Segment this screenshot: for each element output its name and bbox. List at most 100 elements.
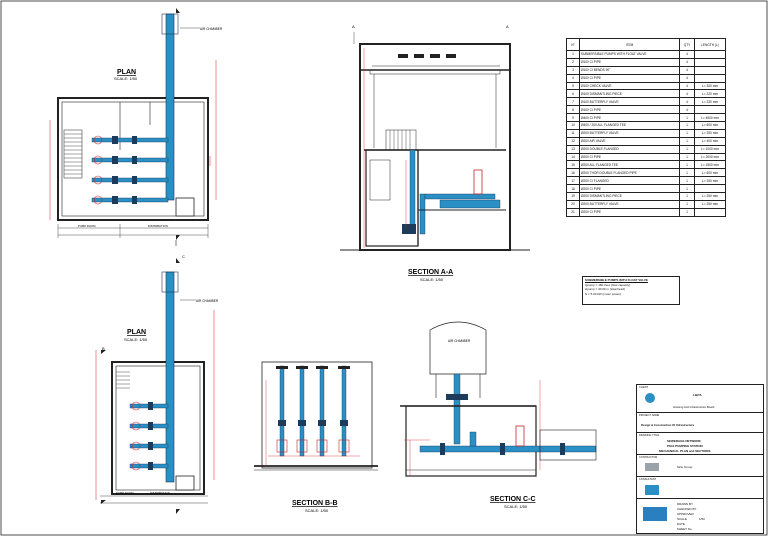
tb-approved-label: APPROVED	[677, 512, 694, 516]
room-label-distribution-top: DISTRIBUTION	[148, 224, 168, 228]
bom-cell-qty: 1	[679, 144, 695, 154]
pump-notes-box: SUBMERSIBLE PUMPS WITH FLOAT VALVE Qpump…	[582, 276, 680, 305]
tb-client-sub: Housing And Infrastructure Board	[673, 405, 715, 409]
tb-date-label: DATE	[677, 522, 685, 526]
bom-cell-no: 11	[566, 128, 580, 138]
tb-approval-row: DRAWN BY CHECKED BY APPROVED SCALE 1/50 …	[637, 499, 763, 535]
tb-contractor-label: CONTRACTOR	[639, 456, 658, 459]
bom-cell-item: Ø100 CHECK VALVE	[579, 81, 680, 91]
bom-cell-item: Ø200 BUTTERFLY VALVE	[579, 199, 680, 209]
bom-cell-no: 19	[566, 192, 580, 201]
air-chamber-label-top: AIR CHAMBER	[200, 27, 223, 31]
bom-cell-qty: 1	[679, 128, 695, 138]
bom-cell-no: 20	[566, 199, 580, 209]
bom-cell-length	[694, 57, 726, 67]
bom-cell-no: 6	[566, 89, 580, 99]
bom-cell-item: Ø200 THOR DOUBLE FLANGED PIPE	[579, 168, 680, 178]
bom-cell-no: 13	[566, 144, 580, 154]
bom-cell-length	[694, 184, 726, 194]
bom-cell-item: Ø100 CI BENDS 90°	[579, 65, 680, 75]
bom-cell-qty: 1	[679, 192, 695, 201]
bom-cell-qty: 1	[679, 199, 695, 209]
bom-cell-no: 2	[566, 57, 580, 67]
bom-cell-no: 4	[566, 73, 580, 83]
bom-cell-qty: 1	[679, 152, 695, 162]
tb-scale-value: 1/50	[699, 517, 705, 521]
bom-cell-item: Ø200 DOUBLE FLANGED	[579, 144, 680, 154]
air-chamber-label-bottom: AIR CHAMBER	[196, 299, 219, 303]
plan-top-title: PLAN	[117, 69, 136, 76]
plan-bottom	[95, 258, 215, 514]
air-chamber-label-cc: AIR CHAMBER	[448, 339, 471, 343]
bom-cell-qty: 1	[679, 136, 695, 146]
pump-notes-line: Qpump = 180 l/sec (flow capacity)	[585, 282, 631, 287]
bom-cell-item: Ø400 CI PIPE	[579, 113, 680, 123]
bom-cell-qty: 4	[679, 97, 695, 107]
bom-header-item: ITEM	[579, 38, 680, 51]
bom-cell-qty: 4	[679, 57, 695, 67]
pump-branches-top	[91, 135, 169, 205]
contractor-logo-icon	[645, 463, 659, 471]
tb-client-row: CLIENT LIBYA Housing And Infrastructure …	[637, 385, 763, 413]
title-block: CLIENT LIBYA Housing And Infrastructure …	[636, 384, 764, 534]
tb-drawing-label: DRAWING TITLE	[639, 434, 660, 437]
bom-cell-item: Ø200 CI PIPE	[579, 152, 680, 162]
pump-branches-bottom	[129, 401, 169, 471]
bom-cell-item: Ø200 DISMANTLING PIECE	[579, 192, 680, 201]
section-aa: A	[340, 24, 530, 251]
bom-cell-length	[694, 65, 726, 75]
bom-cell-qty: 1	[679, 121, 695, 130]
bom-cell-no: 14	[566, 152, 580, 162]
tb-contractor-row: CONTRACTOR Sirte Group	[637, 455, 763, 477]
bom-cell-qty: 1	[679, 184, 695, 194]
bom-cell-item: Ø100 DISMANTLING PIECE	[579, 89, 680, 99]
tb-drawing-title-3: MECHANICAL PLAN and SECTIONS	[659, 449, 711, 453]
bom-cell-length: L= 250 mm	[694, 128, 726, 138]
tb-checked-label: CHECKED BY	[677, 507, 697, 511]
room-label-pump-bottom: PUMP ROOM	[116, 491, 134, 495]
bom-cell-item: Ø200 BUTTERFLY VALVE	[579, 128, 680, 138]
bom-cell-length: L= 400 mm	[694, 136, 726, 146]
bom-cell-length: L= 600 mm	[694, 121, 726, 130]
bom-cell-length	[694, 50, 726, 59]
bom-cell-no: 5	[566, 81, 580, 91]
bom-cell-length: L= 230 mm	[694, 97, 726, 107]
bom-cell-length	[694, 105, 726, 115]
bom-cell-item: SUBMERSIBLE PUMPS WITH FLOAT VALVE	[579, 50, 680, 59]
bom-cell-qty: 1	[679, 176, 695, 186]
tb-project-name: Design & Construction Of Infrastructure	[641, 423, 695, 427]
consultant-brand-icon	[643, 507, 667, 521]
bom-cell-length	[694, 207, 726, 217]
bom-header-no: N°	[566, 38, 580, 51]
tb-consultant-row: CONSULTANT	[637, 477, 763, 499]
bom-header-qty: QTY	[679, 38, 695, 51]
tb-project-label: PROJECT NAME	[639, 414, 660, 417]
section-bb-title: SECTION B-B	[292, 500, 338, 507]
bom-cell-no: 8	[566, 105, 580, 115]
bom-cell-item: Ø200 CI PIPE	[579, 207, 680, 217]
bom-cell-qty: 4	[679, 73, 695, 83]
bom-cell-no: 7	[566, 97, 580, 107]
bom-cell-no: 15	[566, 160, 580, 170]
tb-project-row: PROJECT NAME Design & Construction Of In…	[637, 413, 763, 433]
bom-cell-no: 3	[566, 65, 580, 75]
bom-cell-qty: 4	[679, 50, 695, 59]
bom-cell-length: L= 4500 mm	[694, 113, 726, 123]
bom-cell-item: Ø200 AIR VALVE	[579, 136, 680, 146]
section-marker-a: A	[506, 24, 509, 29]
